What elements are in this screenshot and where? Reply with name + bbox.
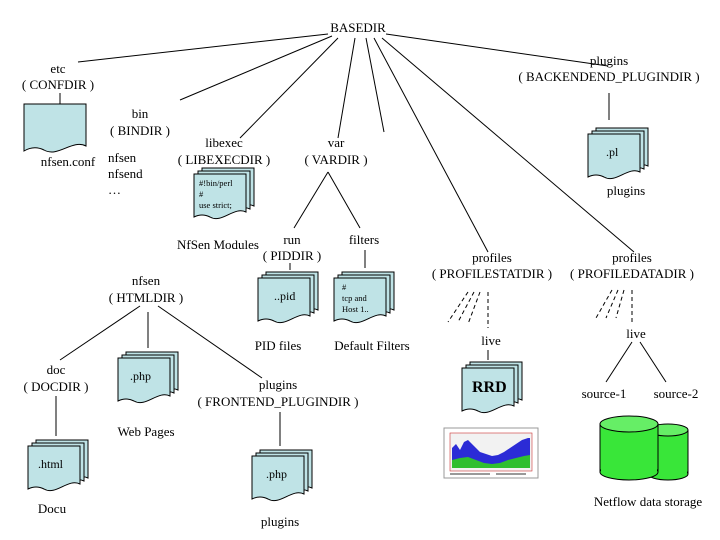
run-label: run [283, 232, 301, 247]
document-stack-icon: ..pid [257, 271, 319, 324]
default-filters-caption: Default Filters [334, 338, 409, 353]
document-icon [23, 103, 87, 153]
piddir-label: ( PIDDIR ) [263, 248, 322, 263]
doc-label: doc [47, 362, 66, 377]
backend-plugindir-label: ( BACKENDEND_PLUGINDIR ) [518, 69, 699, 84]
rrd-doc-label: RRD [472, 379, 507, 396]
pid-doc-label: ..pid [274, 289, 295, 303]
document-stack-icon: .pl [587, 127, 649, 180]
bin-label: bin [132, 106, 149, 121]
document-stack-icon: #!bin/perl # use strict; [193, 167, 255, 220]
module-code-line-2: # [199, 189, 204, 199]
web-pages-caption: Web Pages [117, 424, 174, 439]
etc-label: etc [50, 61, 65, 76]
webpages-doc-label: .php [130, 369, 151, 383]
frontend-plugins-label: plugins [259, 377, 297, 392]
document-stack-icon: .php [117, 351, 179, 404]
frontend-plugins-caption: plugins [261, 514, 299, 529]
pid-files-caption: PID files [255, 338, 302, 353]
connector-lines [55, 33, 667, 446]
nfsen-modules-caption: NfSen Modules [177, 237, 259, 252]
filters-label: filters [349, 232, 379, 247]
backend-plugins-label: plugins [590, 53, 628, 68]
htmldir-name-label: nfsen [132, 273, 161, 288]
profiledata-label: profiles [612, 250, 652, 265]
netflow-storage-caption: Netflow data storage [594, 494, 703, 509]
profilestat-label: profiles [472, 250, 512, 265]
profiledata-live-label: live [626, 326, 646, 341]
bin-file-nfsend: nfsend [108, 166, 143, 181]
libexec-label: libexec [205, 135, 243, 150]
source-2-label: source-2 [654, 386, 699, 401]
htmldir-label: ( HTMLDIR ) [109, 290, 183, 305]
storage-cylinder-icon [599, 415, 689, 481]
profiledatadir-label: ( PROFILEDATADIR ) [570, 266, 694, 281]
profilestat-live-label: live [481, 333, 501, 348]
frontend-php-doc-label: .php [266, 467, 287, 481]
basedir-label: BASEDIR [330, 20, 386, 35]
html-doc-label: .html [38, 457, 64, 471]
bin-file-nfsen: nfsen [108, 150, 137, 165]
document-stack-icon: # tcp and Host 1.. [333, 271, 395, 324]
dashed-fan-profilestat [447, 291, 489, 328]
source-1-label: source-1 [582, 386, 627, 401]
document-stack-icon: .html [27, 439, 89, 492]
libexecdir-label: ( LIBEXECDIR ) [178, 152, 270, 167]
document-stack-icon: RRD [461, 361, 523, 414]
var-label: var [328, 135, 345, 150]
pl-doc-label: .pl [606, 145, 619, 159]
frontend-plugindir-label: ( FRONTEND_PLUGINDIR ) [197, 394, 358, 409]
docu-caption: Docu [38, 501, 67, 516]
module-code-line-1: #!bin/perl [199, 178, 233, 188]
filter-code-line-3: Host 1.. [342, 304, 369, 314]
filter-code-line-1: # [342, 282, 347, 292]
module-code-line-3: use strict; [199, 200, 232, 210]
rrd-graph-thumbnail [443, 427, 539, 479]
backend-plugins-caption: plugins [607, 183, 645, 198]
filter-code-line-2: tcp and [342, 293, 368, 303]
bin-file-ellipsis: … [108, 182, 121, 197]
vardir-label: ( VARDIR ) [304, 152, 367, 167]
docdir-label: ( DOCDIR ) [24, 379, 89, 394]
nfsen-conf-caption: nfsen.conf [41, 154, 96, 169]
profilestatdir-label: ( PROFILESTATDIR ) [432, 266, 552, 281]
confdir-label: ( CONFDIR ) [22, 77, 94, 92]
document-stack-icon: .php [251, 449, 313, 502]
bindir-label: ( BINDIR ) [110, 123, 170, 138]
dashed-fan-profiledata [595, 289, 633, 324]
